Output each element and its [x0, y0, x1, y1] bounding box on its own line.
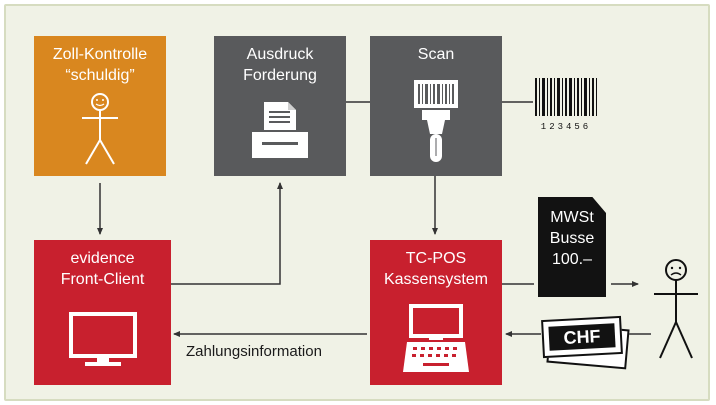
printer-icon	[252, 102, 308, 158]
barcode-icon	[535, 78, 597, 116]
receipt-line2: Busse	[549, 230, 595, 247]
node-zoll-kontrolle: Zoll-Kontrolle “schuldig”	[34, 36, 166, 176]
node-tcpos-line1: TC-POS	[405, 250, 467, 267]
receipt-line1: MWSt	[550, 209, 594, 226]
node-tcpos-line2: Kassensystem	[383, 271, 489, 288]
person-icon	[82, 93, 118, 165]
monitor-icon	[69, 312, 137, 366]
node-scan: Scan	[370, 36, 502, 176]
node-scan-line1: Scan	[417, 46, 455, 63]
barcode-digits: 123456	[540, 122, 592, 132]
arrow-evidence-to-ausdruck	[171, 182, 283, 285]
node-zoll-line1: Zoll-Kontrolle	[52, 46, 148, 63]
edge-label-zahlungsinformation: Zahlungsinformation	[186, 343, 322, 360]
node-evidence-line2: Front-Client	[60, 271, 145, 288]
person-sad-icon	[654, 259, 698, 359]
node-zoll-line2: “schuldig”	[65, 67, 135, 84]
node-evidence-line1: evidence	[70, 250, 135, 267]
node-ausdruck-line2: Forderung	[243, 67, 317, 84]
banknote-front: CHF	[541, 315, 623, 359]
node-ausdruck-line1: Ausdruck	[246, 46, 314, 63]
barcode-graphic: 123456	[534, 78, 598, 134]
receipt-mwst-busse: MWSt Busse 100.–	[538, 197, 606, 297]
node-tc-pos-kassensystem: TC-POS Kassensystem	[370, 240, 502, 385]
pos-terminal-icon	[403, 304, 469, 372]
receipt-line3: 100.–	[551, 251, 593, 268]
cash-label: CHF	[563, 326, 601, 348]
cash-chf: CHF	[540, 315, 630, 370]
barcode-scanner-icon	[414, 80, 458, 162]
